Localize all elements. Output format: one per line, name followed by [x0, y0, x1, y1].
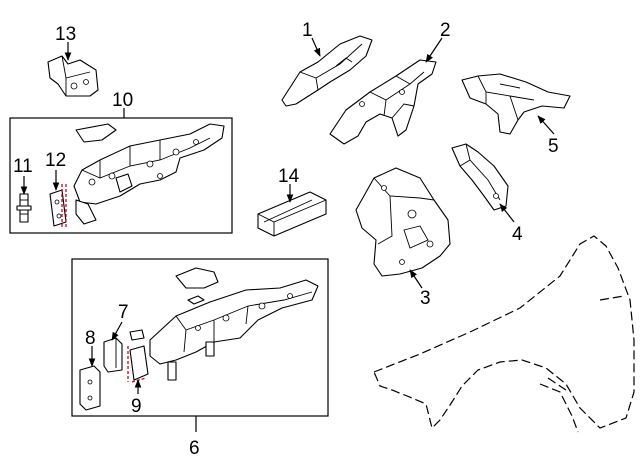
part-13-bracket[interactable]	[47, 55, 99, 97]
callout-7-leader	[111, 321, 123, 341]
part-3-inner-apron[interactable]	[355, 167, 451, 277]
callout-4[interactable]: 4	[512, 224, 523, 245]
fender-reference-outline	[373, 235, 635, 433]
callout-1[interactable]: 1	[302, 20, 313, 41]
group-box-10	[9, 117, 233, 234]
callout-12[interactable]: 12	[45, 150, 66, 171]
part-2-wheelhouse[interactable]	[329, 59, 437, 145]
callout-6[interactable]: 6	[189, 438, 200, 459]
callout-9[interactable]: 9	[131, 396, 142, 417]
part-11-bolt[interactable]	[16, 193, 32, 223]
part-6-frame-rail[interactable]	[149, 267, 319, 381]
part-8-bracket[interactable]	[79, 365, 101, 411]
callout-3[interactable]: 3	[420, 288, 431, 309]
callout-13[interactable]: 13	[55, 24, 76, 45]
callout-7[interactable]: 7	[118, 302, 129, 323]
callout-2[interactable]: 2	[440, 20, 451, 41]
callout-5-leader	[537, 115, 555, 135]
part-1-apron-panel[interactable]	[281, 35, 373, 107]
group-box-6	[71, 258, 329, 417]
callout-14[interactable]: 14	[278, 166, 300, 187]
callout-3-leader	[409, 269, 423, 289]
part-12-reinforcement-plate[interactable]	[49, 184, 67, 228]
callout-1-leader	[311, 37, 321, 57]
part-10-frame-rail[interactable]	[73, 123, 225, 225]
callout-11[interactable]: 11	[13, 156, 33, 177]
callout-5[interactable]: 5	[548, 136, 559, 157]
callout-8[interactable]: 8	[85, 328, 96, 349]
callout-4-leader	[499, 203, 515, 223]
part-5-shock-tower-cap[interactable]	[461, 73, 571, 135]
part-4-brace[interactable]	[451, 143, 509, 211]
callout-10[interactable]: 10	[112, 90, 133, 111]
part-9-reinforcement[interactable]	[127, 345, 149, 383]
part-14-rail-extension[interactable]	[257, 191, 327, 237]
callout-2-leader	[425, 37, 443, 63]
